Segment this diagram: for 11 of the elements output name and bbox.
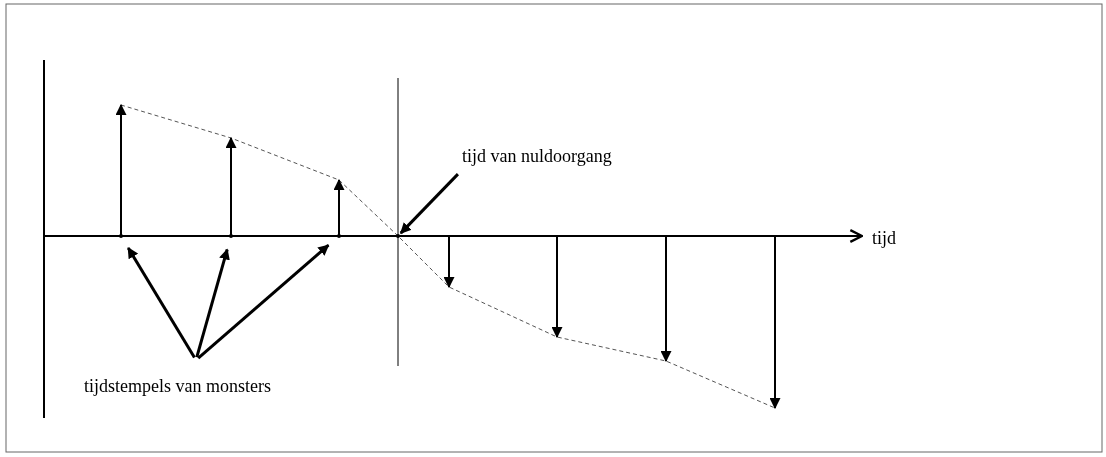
leader-arrow — [399, 173, 459, 235]
sample-point — [119, 234, 123, 238]
axis-label: tijd — [872, 228, 896, 248]
sample-point — [396, 234, 400, 238]
leader-arrow — [197, 244, 330, 360]
sample-point — [229, 234, 233, 238]
leader-arrow — [195, 248, 230, 358]
sample-point — [337, 234, 341, 238]
annotation-text: tijdstempels van monsters — [84, 376, 271, 396]
annotation-text: tijd van nuldoorgang — [462, 146, 612, 166]
leader-arrow — [126, 247, 196, 359]
